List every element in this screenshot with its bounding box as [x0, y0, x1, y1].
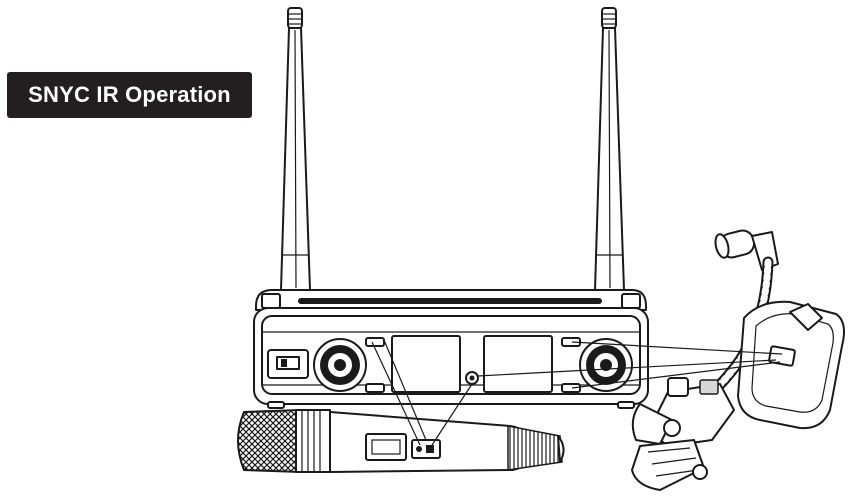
left-antenna: [280, 7, 311, 291]
handheld-microphone: [237, 408, 565, 474]
ir-sync-guide-lines: [371, 339, 783, 446]
instrument-microphone: [631, 229, 845, 491]
right-antenna: [594, 7, 625, 291]
right-volume-knob: [579, 338, 633, 392]
receiver-unit: [253, 289, 649, 409]
right-display: [483, 335, 553, 393]
left-volume-knob: [313, 338, 367, 392]
title-badge: SNYC IR Operation: [7, 72, 252, 118]
title-text: SNYC IR Operation: [28, 82, 231, 107]
left-display: [391, 335, 461, 393]
